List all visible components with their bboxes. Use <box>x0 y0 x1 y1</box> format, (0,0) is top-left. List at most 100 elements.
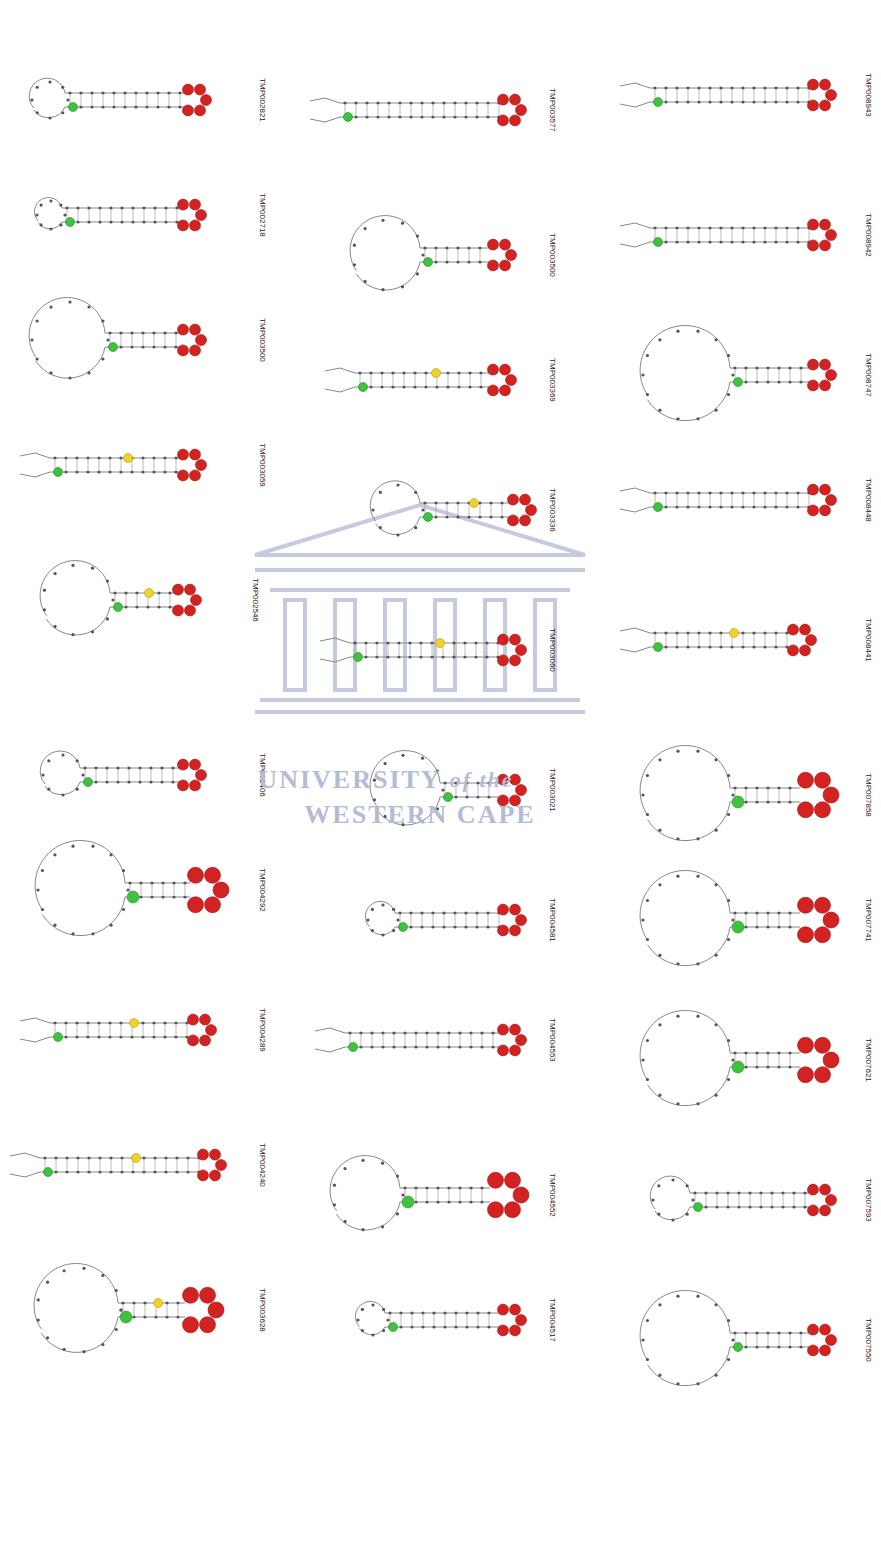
loop-base <box>788 624 799 635</box>
loop-base <box>196 210 207 221</box>
loop-base <box>498 634 509 645</box>
loop-base <box>188 897 204 913</box>
rna-hairpin <box>34 198 206 231</box>
green-base <box>734 378 743 387</box>
loop-base <box>820 79 831 90</box>
loop-base <box>200 1317 216 1333</box>
loop-base <box>498 115 509 126</box>
loop-base <box>820 219 831 230</box>
structure-id: TMP007741 <box>864 898 873 942</box>
loop-base <box>196 770 207 781</box>
loop-base <box>526 505 537 516</box>
loop-base <box>488 1202 504 1218</box>
loop-base <box>213 882 229 898</box>
loop-base <box>798 802 814 818</box>
loop-base <box>808 484 819 495</box>
loop-base <box>815 1037 831 1053</box>
loop-base <box>510 655 521 666</box>
loop-base <box>826 1195 837 1206</box>
green-base <box>654 98 663 107</box>
loop-base <box>808 240 819 251</box>
loop-base <box>808 359 819 370</box>
loop-base <box>815 897 831 913</box>
loop-base <box>500 239 511 250</box>
yellow-base <box>730 629 739 638</box>
loop-base <box>820 359 831 370</box>
structure-id: TMP003500 <box>258 318 267 362</box>
structure-id: TMP004553 <box>548 1018 557 1062</box>
loop-base <box>498 1304 509 1315</box>
loop-base <box>808 219 819 230</box>
loop-base <box>820 1324 831 1335</box>
loop-base <box>205 867 221 883</box>
rna-hairpin <box>40 751 206 797</box>
rna-hairpin <box>650 1176 836 1222</box>
loop-base <box>178 780 189 791</box>
loop-base <box>206 1025 217 1036</box>
loop-base <box>190 470 201 481</box>
loop-base <box>488 364 499 375</box>
loop-base <box>208 1302 224 1318</box>
loop-base <box>510 634 521 645</box>
loop-base <box>806 635 817 646</box>
loop-base <box>200 1287 216 1303</box>
structure-id: TMP002821 <box>258 78 267 122</box>
rna-hairpin <box>325 364 517 396</box>
loop-base <box>808 100 819 111</box>
structure-id: TMP003336 <box>548 488 557 532</box>
loop-base <box>190 199 201 210</box>
loop-base <box>178 324 189 335</box>
yellow-base <box>436 639 445 648</box>
structure-id: TMP007593 <box>864 1178 873 1222</box>
rna-hairpin <box>310 94 527 126</box>
loop-base <box>815 772 831 788</box>
rna-hairpin <box>620 624 817 656</box>
rna-hairpin <box>355 1301 526 1336</box>
loop-base <box>190 780 201 791</box>
green-base <box>732 921 744 933</box>
structure-id: TMP003628 <box>258 1288 267 1332</box>
rna-hairpin <box>315 1024 527 1056</box>
loop-base <box>826 230 837 241</box>
structure-id: TMP008747 <box>864 353 873 397</box>
loop-base <box>210 1170 221 1181</box>
loop-base <box>195 84 206 95</box>
loop-base <box>488 260 499 271</box>
green-base <box>354 653 363 662</box>
loop-base <box>820 1184 831 1195</box>
loop-base <box>808 505 819 516</box>
loop-base <box>178 220 189 231</box>
loop-base <box>205 897 221 913</box>
structure-id: TMP004581 <box>548 898 557 942</box>
structure-id: TMP003577 <box>548 88 557 132</box>
structure-id: TMP003500 <box>548 233 557 277</box>
structure-id: TMP007858 <box>864 773 873 817</box>
structure-id: TMP004552 <box>548 1173 557 1217</box>
loop-base <box>823 787 839 803</box>
rna-hairpin <box>640 325 836 420</box>
loop-base <box>198 1149 209 1160</box>
loop-base <box>178 345 189 356</box>
rna-hairpin <box>40 561 201 637</box>
loop-base <box>196 460 207 471</box>
loop-base <box>210 1149 221 1160</box>
loop-base <box>510 925 521 936</box>
loop-base <box>510 1325 521 1336</box>
yellow-base <box>124 454 133 463</box>
yellow-base <box>432 369 441 378</box>
green-base <box>399 923 408 932</box>
loop-base <box>823 1052 839 1068</box>
loop-base <box>808 1345 819 1356</box>
loop-base <box>826 370 837 381</box>
green-base <box>349 1043 358 1052</box>
loop-base <box>498 94 509 105</box>
rna-hairpin <box>10 1149 227 1181</box>
rna-hairpin <box>620 484 837 516</box>
rna-hairpin <box>20 449 207 481</box>
loop-base <box>185 605 196 616</box>
structure-id: TMP008441 <box>864 618 873 662</box>
rna-hairpin <box>330 1156 529 1232</box>
loop-base <box>510 1304 521 1315</box>
green-base <box>359 383 368 392</box>
loop-base <box>508 494 519 505</box>
